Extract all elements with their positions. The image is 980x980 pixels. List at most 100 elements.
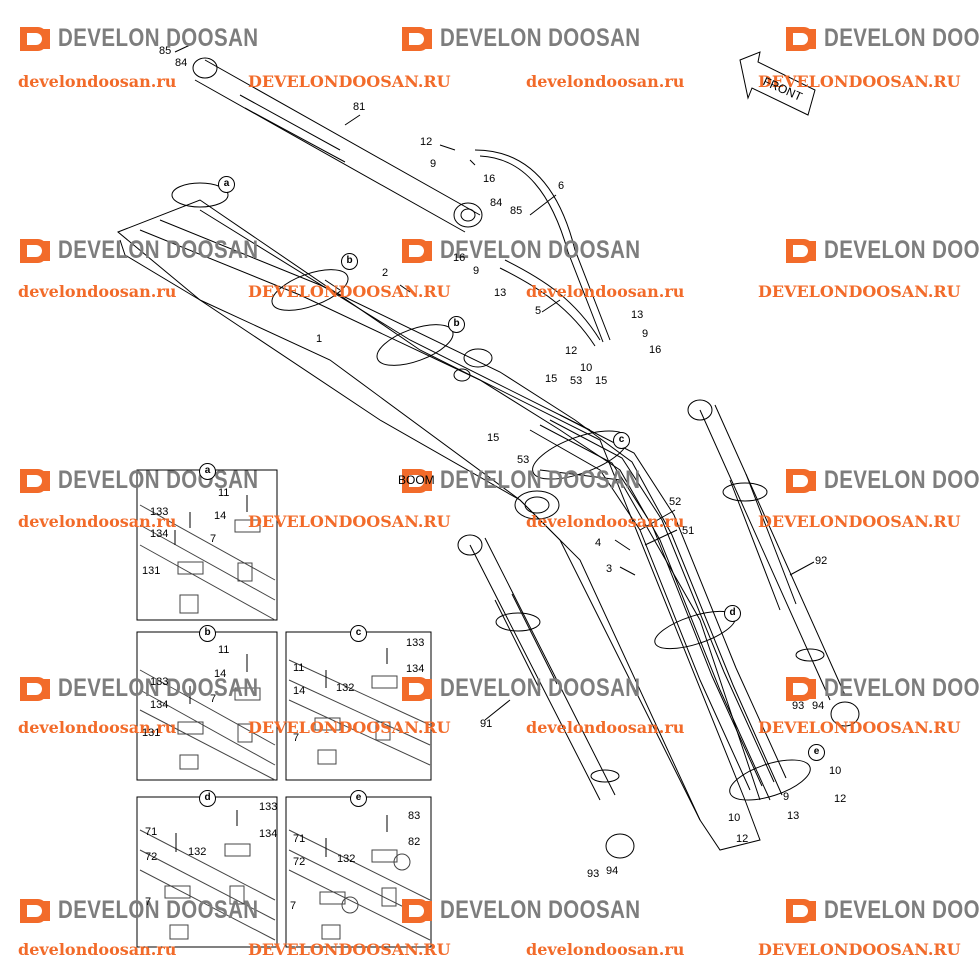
boom-cylinder-92 bbox=[699, 404, 846, 701]
detail-d-label: 7 bbox=[145, 896, 152, 908]
brand-text: DEVELON DOOSAN bbox=[58, 466, 259, 494]
detail-c-label: 7 bbox=[293, 732, 300, 744]
part-number: 13 bbox=[494, 287, 507, 299]
detail-b-label: 134 bbox=[150, 699, 169, 711]
watermark-url: develondoosan.ru bbox=[526, 512, 685, 531]
part-number: 12 bbox=[420, 136, 433, 148]
detail-b-label: 131 bbox=[142, 727, 161, 739]
detail-e-label: 7 bbox=[290, 900, 297, 912]
develon-logo-icon bbox=[20, 676, 50, 701]
develon-logo-icon bbox=[786, 26, 816, 51]
brand-text: DEVELON DOOSAN bbox=[440, 674, 641, 702]
watermark-url: DEVELONDOOSAN.RU bbox=[758, 282, 961, 301]
part-number: 15 bbox=[545, 373, 558, 385]
boom-pipe-1 bbox=[139, 229, 771, 801]
watermark-url: DEVELONDOOSAN.RU bbox=[248, 718, 451, 737]
detail-a-label: 7 bbox=[210, 533, 217, 545]
detail-d-label: 72 bbox=[145, 851, 158, 863]
part-number: 85 bbox=[510, 205, 523, 217]
front-arrow-shape bbox=[739, 51, 816, 116]
part-number: 2 bbox=[382, 267, 389, 279]
part-number: 9 bbox=[430, 158, 437, 170]
boom-cylinder-91 bbox=[469, 537, 616, 801]
part-number: 15 bbox=[487, 432, 500, 444]
part-number: 6 bbox=[558, 180, 565, 192]
watermark-url: DEVELONDOOSAN.RU bbox=[248, 72, 451, 91]
watermark-url: DEVELONDOOSAN.RU bbox=[758, 940, 961, 959]
part-number: 94 bbox=[812, 700, 825, 712]
part-number: 9 bbox=[473, 265, 480, 277]
detail-c-label: 133 bbox=[406, 637, 425, 649]
watermark-brand: DEVELON DOOSAN bbox=[784, 674, 980, 703]
detail-d-label: 134 bbox=[259, 828, 278, 840]
detail-c-label: 14 bbox=[293, 685, 306, 697]
detail-a-label: 134 bbox=[150, 528, 169, 540]
part-number: 16 bbox=[483, 173, 496, 185]
watermark-url: DEVELONDOOSAN.RU bbox=[758, 718, 961, 737]
callout-a: a bbox=[218, 176, 235, 193]
watermark-brand: DEVELON DOOSAN bbox=[784, 236, 980, 265]
callout-ring-a bbox=[171, 182, 229, 208]
part-number: 16 bbox=[453, 252, 466, 264]
detail-e-label: 72 bbox=[293, 856, 306, 868]
watermark-brand: DEVELON DOOSAN bbox=[18, 674, 303, 703]
develon-logo-icon bbox=[402, 676, 432, 701]
boom-pipe-4 bbox=[539, 424, 763, 787]
watermark-url: develondoosan.ru bbox=[18, 940, 177, 959]
part-number: 13 bbox=[787, 810, 800, 822]
detail-a-label: 133 bbox=[150, 506, 169, 518]
part-number: 91 bbox=[480, 718, 493, 730]
develon-logo-icon bbox=[20, 468, 50, 493]
develon-logo-icon bbox=[20, 238, 50, 263]
detail-a-label: 14 bbox=[214, 510, 227, 522]
part-number: 92 bbox=[815, 555, 828, 567]
part-number: 84 bbox=[175, 57, 188, 69]
detail-d-tag: d bbox=[199, 790, 216, 807]
part-number: 15 bbox=[595, 375, 608, 387]
develon-logo-icon bbox=[786, 468, 816, 493]
brand-text: DEVELON DOOSAN bbox=[440, 236, 641, 264]
part-number: 84 bbox=[490, 197, 503, 209]
part-number: 5 bbox=[535, 305, 542, 317]
detail-b-label: 14 bbox=[214, 668, 227, 680]
watermark-brand: DEVELON DOOSAN bbox=[784, 896, 980, 925]
watermark-url: develondoosan.ru bbox=[526, 718, 685, 737]
part-number: 13 bbox=[631, 309, 644, 321]
brand-text: DEVELON DOOSAN bbox=[824, 236, 980, 264]
develon-logo-icon bbox=[786, 238, 816, 263]
watermark-url: develondoosan.ru bbox=[526, 282, 685, 301]
brand-text: DEVELON DOOSAN bbox=[824, 466, 980, 494]
part-number: 10 bbox=[580, 362, 593, 374]
watermark-url: develondoosan.ru bbox=[526, 940, 685, 959]
part-number: 51 bbox=[682, 525, 695, 537]
develon-logo-icon bbox=[402, 898, 432, 923]
part-number: 94 bbox=[606, 865, 619, 877]
watermark-url: develondoosan.ru bbox=[18, 282, 177, 301]
watermark-brand: DEVELON DOOSAN bbox=[18, 466, 303, 495]
detail-e-label: 71 bbox=[293, 833, 306, 845]
detail-b-label: 11 bbox=[218, 644, 230, 656]
callout-d: d bbox=[724, 605, 741, 622]
boom-pipe-2 bbox=[159, 219, 783, 796]
detail-b-label: 7 bbox=[210, 693, 217, 705]
watermark-brand: DEVELON DOOSAN bbox=[784, 24, 980, 53]
watermark-brand: DEVELON DOOSAN bbox=[18, 896, 303, 925]
part-number: 93 bbox=[587, 868, 600, 880]
brand-text: DEVELON DOOSAN bbox=[58, 674, 259, 702]
part-number: 52 bbox=[669, 496, 682, 508]
callout-ring-e bbox=[729, 759, 811, 801]
watermark-url: develondoosan.ru bbox=[18, 72, 177, 91]
watermark-brand: DEVELON DOOSAN bbox=[18, 236, 303, 265]
watermark-url: develondoosan.ru bbox=[526, 72, 685, 91]
hose-5 bbox=[504, 259, 601, 341]
part-number: 4 bbox=[595, 537, 602, 549]
part-number: 10 bbox=[829, 765, 842, 777]
watermark-url: DEVELONDOOSAN.RU bbox=[248, 512, 451, 531]
detail-a-tag: a bbox=[199, 463, 216, 480]
detail-c-label: 134 bbox=[406, 663, 425, 675]
detail-b-label: 133 bbox=[150, 676, 169, 688]
callout-ring-b1 bbox=[271, 269, 349, 311]
develon-logo-icon bbox=[20, 898, 50, 923]
arm-cylinder-81 bbox=[194, 59, 481, 233]
